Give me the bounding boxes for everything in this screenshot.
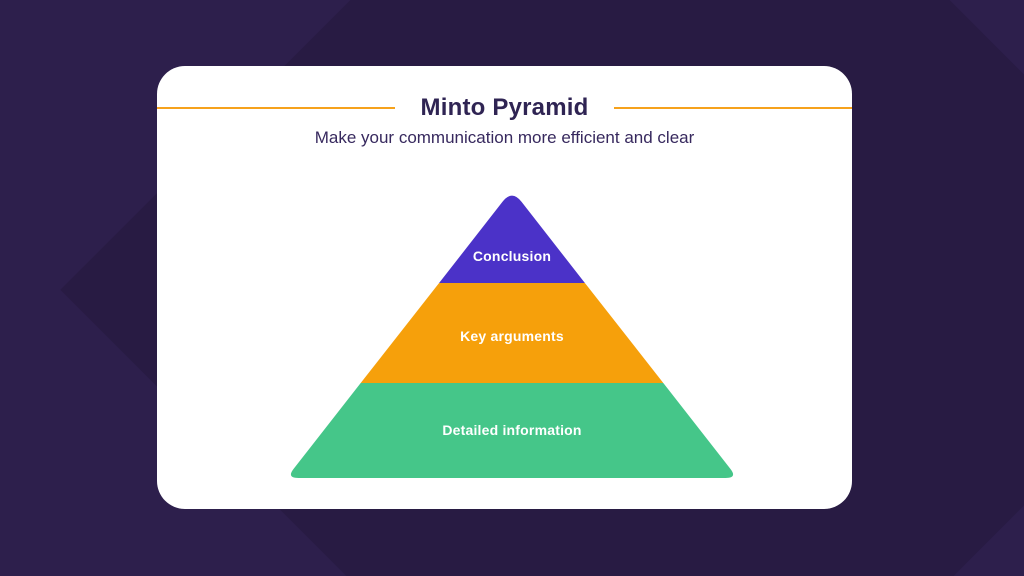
title-rule-right bbox=[614, 107, 853, 109]
pyramid-level-middle-label: Key arguments bbox=[460, 328, 564, 344]
pyramid-level-bottom-label: Detailed information bbox=[442, 422, 582, 438]
slide-card: Minto Pyramid Make your communication mo… bbox=[157, 66, 853, 509]
slide-title: Minto Pyramid bbox=[420, 94, 589, 121]
pyramid-level-top-label: Conclusion bbox=[472, 248, 552, 264]
slide-subtitle: Make your communication more efficient a… bbox=[314, 128, 695, 147]
minto-pyramid-diagram: Conclusion Key arguments Detailed inform… bbox=[287, 190, 737, 478]
pyramid-level-middle-shape bbox=[360, 283, 664, 383]
slide-header: Minto Pyramid bbox=[157, 94, 853, 121]
pyramid-level-top-shape bbox=[439, 195, 585, 283]
title-rule-left bbox=[157, 107, 395, 109]
pyramid-shapes bbox=[290, 195, 734, 478]
pyramid-level-bottom-shape bbox=[290, 383, 734, 478]
